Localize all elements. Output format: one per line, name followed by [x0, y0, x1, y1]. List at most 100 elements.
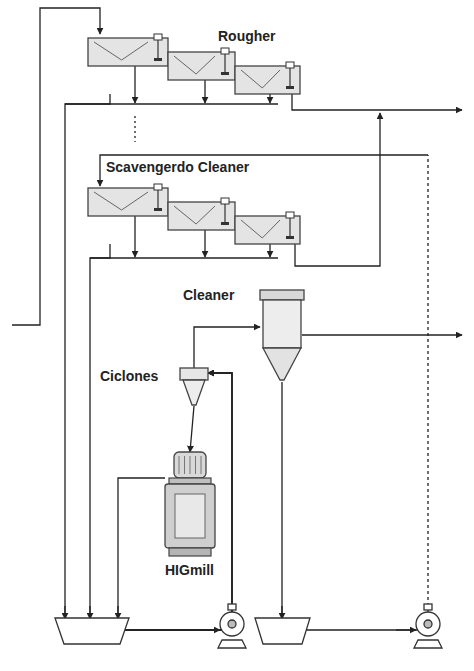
mill-collar: [169, 478, 211, 484]
collector-line: [90, 257, 278, 258]
agitator-shaft: [157, 189, 158, 209]
sump-tank: [55, 618, 129, 644]
pump-symbol: [218, 604, 246, 648]
flotation-cell: [168, 52, 235, 80]
column-launder: [260, 290, 304, 300]
motor-fin: [179, 456, 180, 474]
circle-part: [228, 620, 236, 628]
agitator-motor: [221, 48, 229, 54]
cell-launder: [241, 70, 280, 88]
equipment-label: Rougher: [218, 28, 276, 45]
tailings-line: [292, 94, 462, 110]
flotation-cell: [235, 66, 300, 94]
connector-path: [100, 155, 428, 186]
equipment-label: Scavengerdo Cleaner: [106, 159, 249, 176]
equipment-shape: [88, 36, 302, 94]
flotation-cell: [88, 188, 168, 216]
drop-line: [134, 66, 135, 103]
agitator-impeller: [221, 222, 229, 225]
motor-fin: [190, 456, 191, 474]
polygon-part: [218, 640, 246, 648]
cell-launder: [174, 56, 215, 74]
agitator-impeller: [154, 208, 162, 211]
flow-connector: [190, 406, 194, 452]
motor-fin: [195, 456, 196, 474]
concentrate-line: [302, 334, 462, 335]
drop-line: [134, 216, 135, 257]
equipment-label: HIGmill: [165, 562, 214, 579]
drop-line: [204, 230, 205, 257]
mill-motor: [174, 452, 206, 478]
equipment-shape: [180, 368, 208, 406]
column-body: [263, 300, 301, 348]
equipment-shape: [260, 290, 304, 382]
motor-fin: [201, 456, 202, 474]
arrow-stub: [117, 606, 118, 619]
agitator-motor: [221, 198, 229, 204]
agitator-impeller: [221, 72, 229, 75]
circle-part: [416, 612, 440, 636]
tailings-line: [295, 113, 380, 266]
agitator-shaft: [157, 39, 158, 59]
arrow-stub: [64, 606, 65, 619]
agitator-shaft: [289, 67, 290, 87]
equipment-label: Ciclones: [100, 368, 158, 385]
agitator-shaft: [224, 203, 225, 223]
mill-window: [175, 494, 205, 538]
equipment-node: Rougher: [88, 36, 302, 94]
agitator-shaft: [289, 217, 290, 237]
rect-part: [424, 604, 432, 610]
equipment-label: Cleaner: [183, 287, 234, 304]
agitator-motor: [154, 34, 162, 40]
mill-body: [165, 484, 215, 548]
arrow-stub: [281, 606, 282, 619]
circle-part: [424, 620, 432, 628]
agitator-impeller: [286, 236, 294, 239]
equipment-node: HIGmill: [165, 452, 215, 556]
mill-base: [169, 548, 211, 556]
agitator-motor: [286, 212, 294, 218]
agitator-motor: [154, 184, 162, 190]
pump-symbol: [414, 604, 442, 648]
arrow-stub: [200, 629, 220, 630]
connector-path: [118, 373, 232, 630]
agitator-shaft: [224, 53, 225, 73]
equipment-node: Scavengerdo Cleaner: [88, 186, 302, 244]
flow-connector: [118, 373, 232, 630]
drop-line: [269, 94, 270, 103]
collector-line: [65, 103, 278, 104]
sump-tank: [255, 618, 310, 644]
equipment-node: Ciclones: [180, 368, 208, 406]
polygon-part: [414, 640, 442, 648]
cell-launder: [241, 220, 280, 238]
cyclone-cone: [183, 380, 205, 405]
cyclone-head: [180, 368, 208, 380]
agitator-impeller: [154, 58, 162, 61]
flow-connector: [100, 155, 428, 630]
drop-line: [204, 80, 205, 103]
connector-path: [427, 155, 428, 630]
flow-connector: [194, 327, 260, 368]
agitator-impeller: [286, 86, 294, 89]
column-cone: [263, 348, 301, 380]
drop-line: [269, 244, 270, 257]
cell-launder: [94, 192, 148, 210]
cell-launder: [94, 42, 148, 60]
arrow-stub: [89, 606, 90, 619]
g-part: [12, 8, 462, 630]
agitator-motor: [286, 62, 294, 68]
flotation-cell: [235, 216, 300, 244]
connector-path: [190, 406, 194, 452]
feed-line: [12, 8, 100, 325]
motor-fin: [184, 456, 185, 474]
connector-path: [194, 327, 260, 368]
equipment-node: Cleaner: [260, 290, 304, 382]
rect-part: [228, 604, 236, 610]
cell-launder: [174, 206, 215, 224]
equipment-shape: [88, 186, 302, 244]
equipment-shape: [165, 452, 215, 556]
flotation-cell: [88, 38, 168, 66]
